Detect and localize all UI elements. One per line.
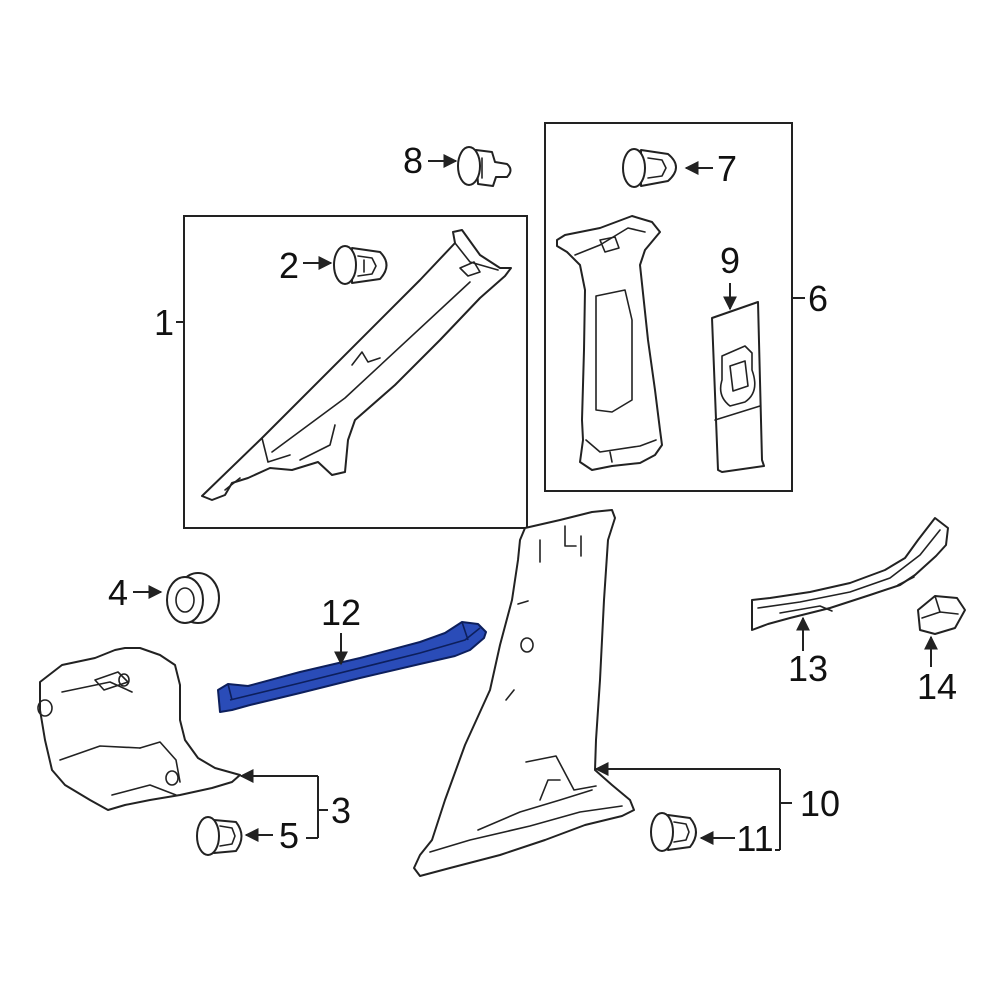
part-7-clip xyxy=(622,148,677,188)
part-13 xyxy=(751,517,949,631)
callout-2: 2 xyxy=(279,245,299,286)
part-11-clip xyxy=(650,812,697,852)
callout-14: 14 xyxy=(917,666,957,707)
callout-3: 3 xyxy=(331,790,351,831)
part-1 xyxy=(201,229,512,501)
callout-9: 9 xyxy=(720,240,740,281)
callout-13: 13 xyxy=(788,648,828,689)
callout-11: 11 xyxy=(736,818,773,859)
part-12-highlighted xyxy=(217,621,487,713)
part-2-clip xyxy=(333,245,388,285)
callout-7: 7 xyxy=(717,148,737,189)
callout-1: 1 xyxy=(154,302,174,343)
group-box-1 xyxy=(183,215,528,529)
part-14-clip xyxy=(917,595,966,635)
callout-6: 6 xyxy=(808,278,828,319)
part-8-clip xyxy=(457,146,512,187)
callout-12: 12 xyxy=(321,592,361,633)
part-10 xyxy=(413,509,635,877)
part-9 xyxy=(711,301,765,473)
callout-4: 4 xyxy=(108,572,128,613)
part-6 xyxy=(556,215,663,471)
callout-10: 10 xyxy=(800,783,840,824)
leader-lines xyxy=(133,154,938,851)
part-3 xyxy=(37,647,241,811)
callout-5: 5 xyxy=(279,815,299,856)
part-4-grommet xyxy=(166,572,220,624)
group-box-6 xyxy=(544,122,793,492)
part-5-clip xyxy=(196,816,243,856)
callout-8: 8 xyxy=(403,140,423,181)
callout-labels: 1 2 3 4 5 6 7 8 9 10 11 12 13 14 xyxy=(108,140,957,859)
